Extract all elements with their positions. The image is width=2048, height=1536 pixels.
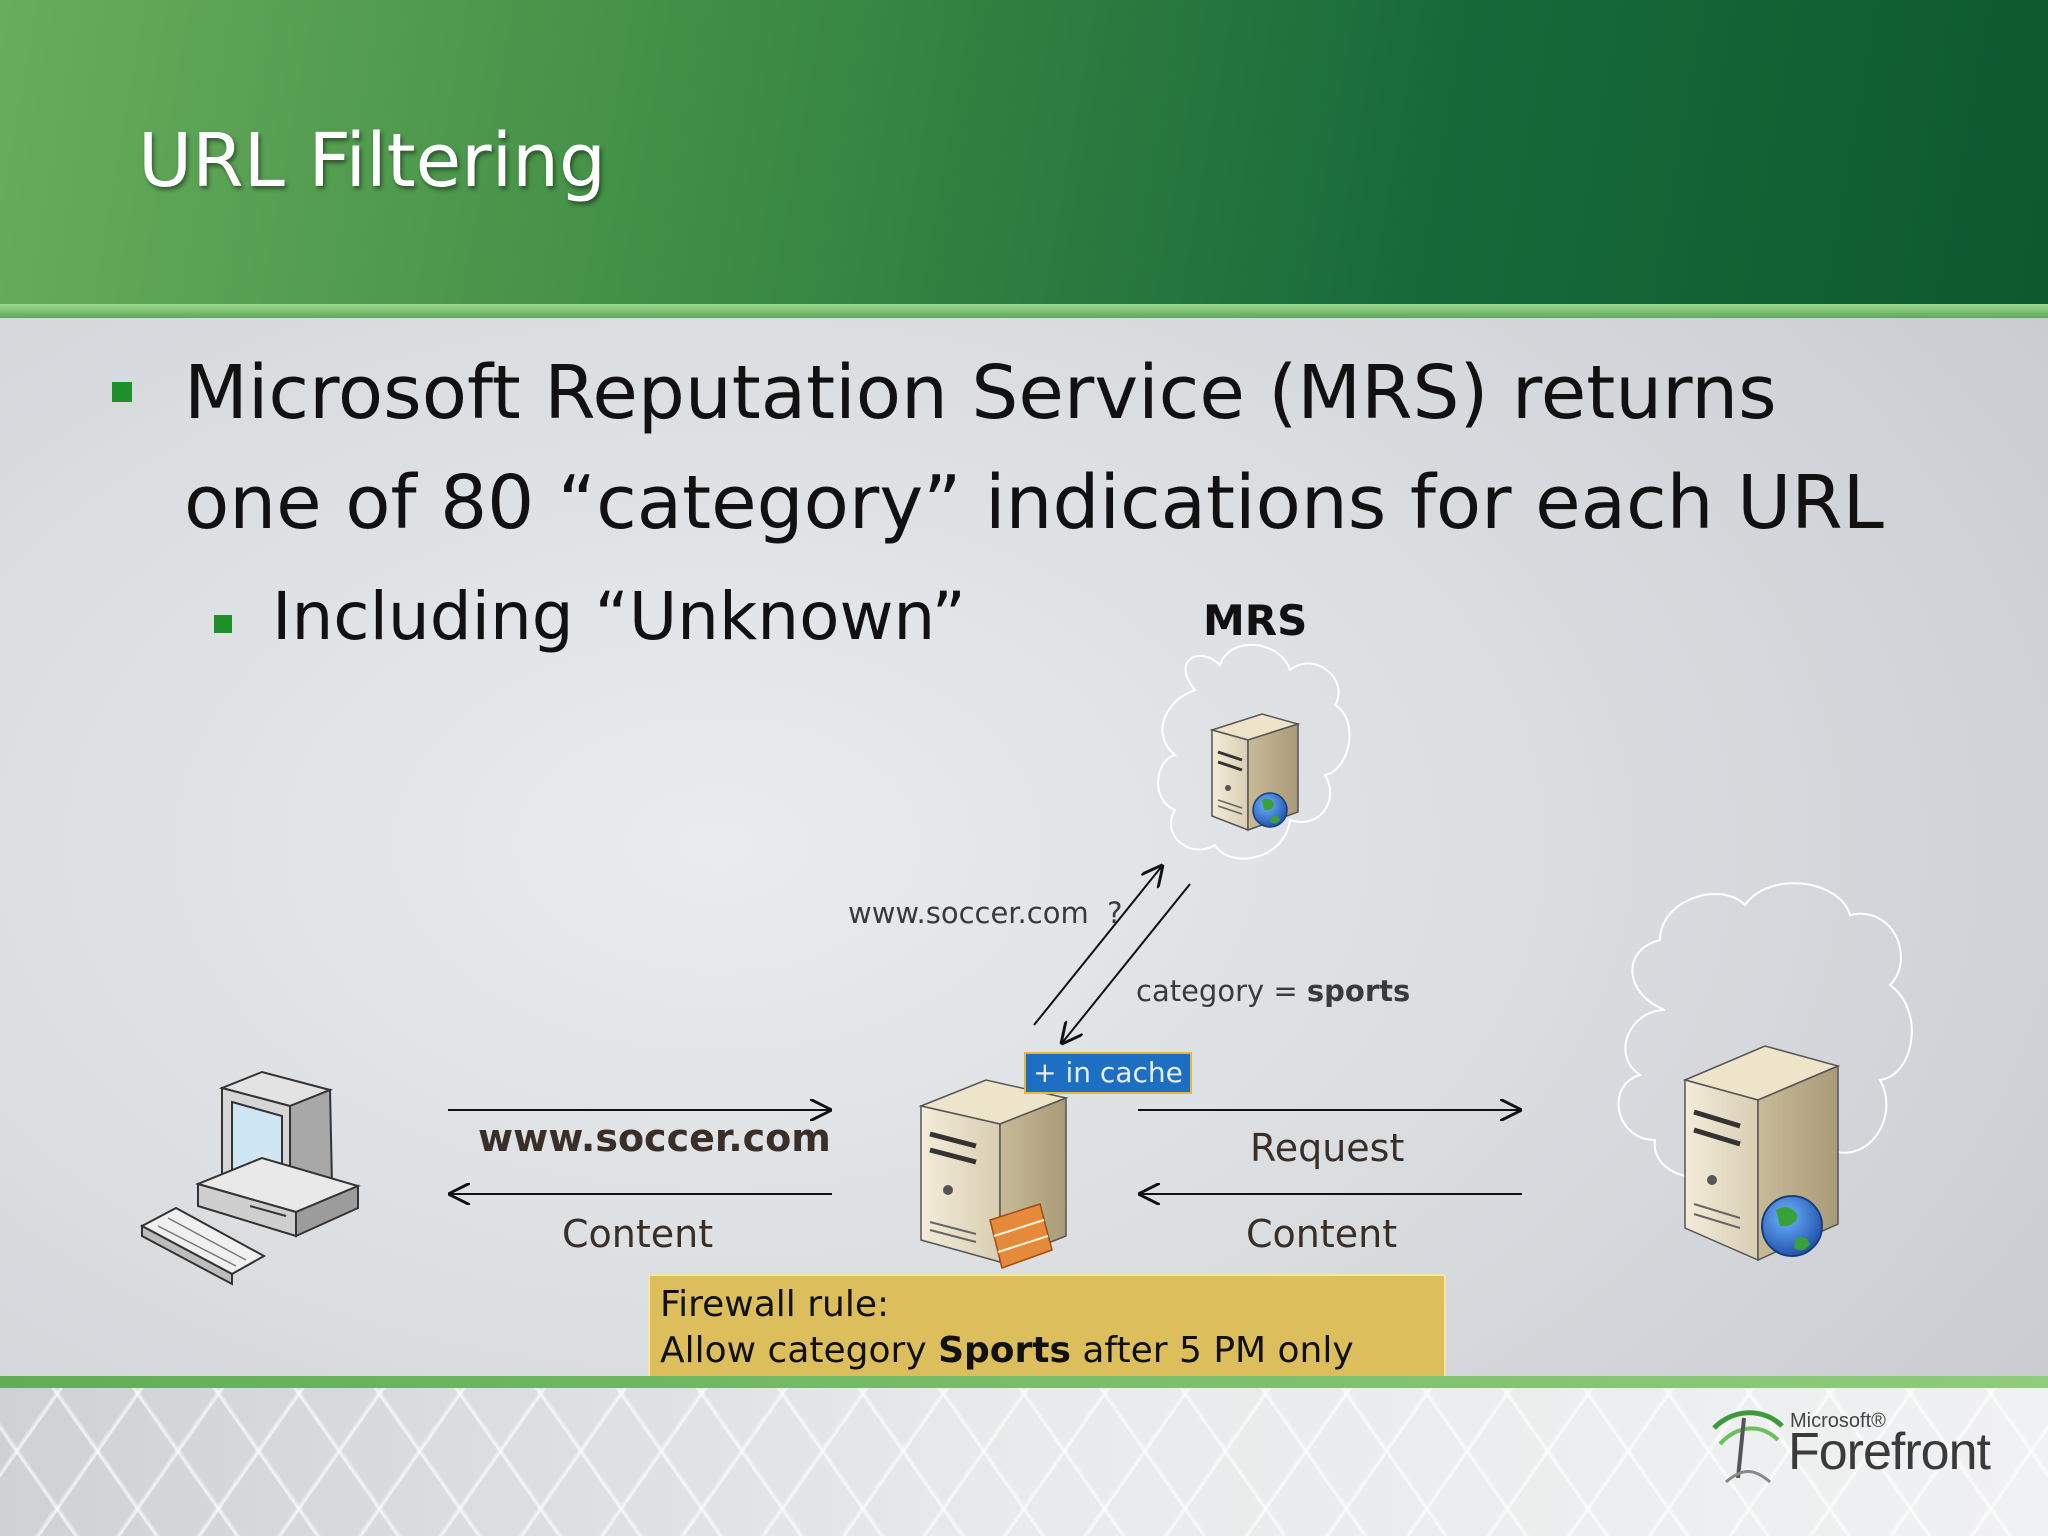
internet-cloud: [1617, 882, 1913, 1186]
mrs-response-label: category = sports: [1136, 974, 1410, 1008]
arrow-firewall-to-mrs: [1033, 866, 1162, 1026]
logo-forefront-text: Forefront: [1788, 1423, 1991, 1481]
sub-bullet-text: Including “Unknown”: [272, 578, 966, 655]
bullet-line-1: Microsoft Reputation Service (MRS) retur…: [184, 350, 1777, 436]
response-category: sports: [1306, 974, 1411, 1008]
server-content-label: Content: [1246, 1212, 1398, 1256]
client-computer-icon: [139, 1070, 361, 1286]
mrs-server-icon: [1209, 713, 1301, 832]
rule-title: Firewall rule:: [660, 1284, 890, 1325]
mrs-query-label: www.soccer.com ?: [848, 896, 1123, 930]
mrs-cloud: [1157, 643, 1351, 860]
footer-stripe: [0, 1376, 2048, 1388]
forefront-logo-icon: [1712, 1410, 1784, 1484]
web-server-icon: [1682, 1045, 1841, 1262]
arrow-mrs-to-firewall: [1062, 883, 1191, 1043]
footer-band: [0, 1378, 2048, 1536]
mrs-label: MRS: [1203, 596, 1308, 645]
bullet-line-2: one of 80 “category” indications for eac…: [184, 460, 1884, 546]
rule-prefix: Allow category: [660, 1330, 939, 1371]
rule-category: Sports: [938, 1330, 1071, 1371]
sub-bullet-marker: [214, 615, 232, 633]
header-band: [0, 0, 2048, 304]
firewall-rule-box: Firewall rule: Allow category Sports aft…: [648, 1274, 1446, 1382]
rule-text: Allow category Sports after 5 PM only: [660, 1328, 1434, 1374]
logo-microsoft-text: Microsoft®: [1790, 1410, 1886, 1432]
bullet-marker: [112, 382, 132, 402]
header-stripe: [0, 304, 2048, 318]
server-request-label: Request: [1250, 1126, 1405, 1170]
slide-title: URL Filtering: [138, 118, 607, 204]
cache-badge: + in cache: [1024, 1052, 1192, 1094]
client-request-label: www.soccer.com: [478, 1116, 831, 1160]
firewall-server-icon: [918, 1079, 1069, 1269]
response-prefix: category =: [1136, 974, 1307, 1008]
client-content-label: Content: [562, 1212, 714, 1256]
rule-suffix: after 5 PM only: [1070, 1330, 1354, 1371]
